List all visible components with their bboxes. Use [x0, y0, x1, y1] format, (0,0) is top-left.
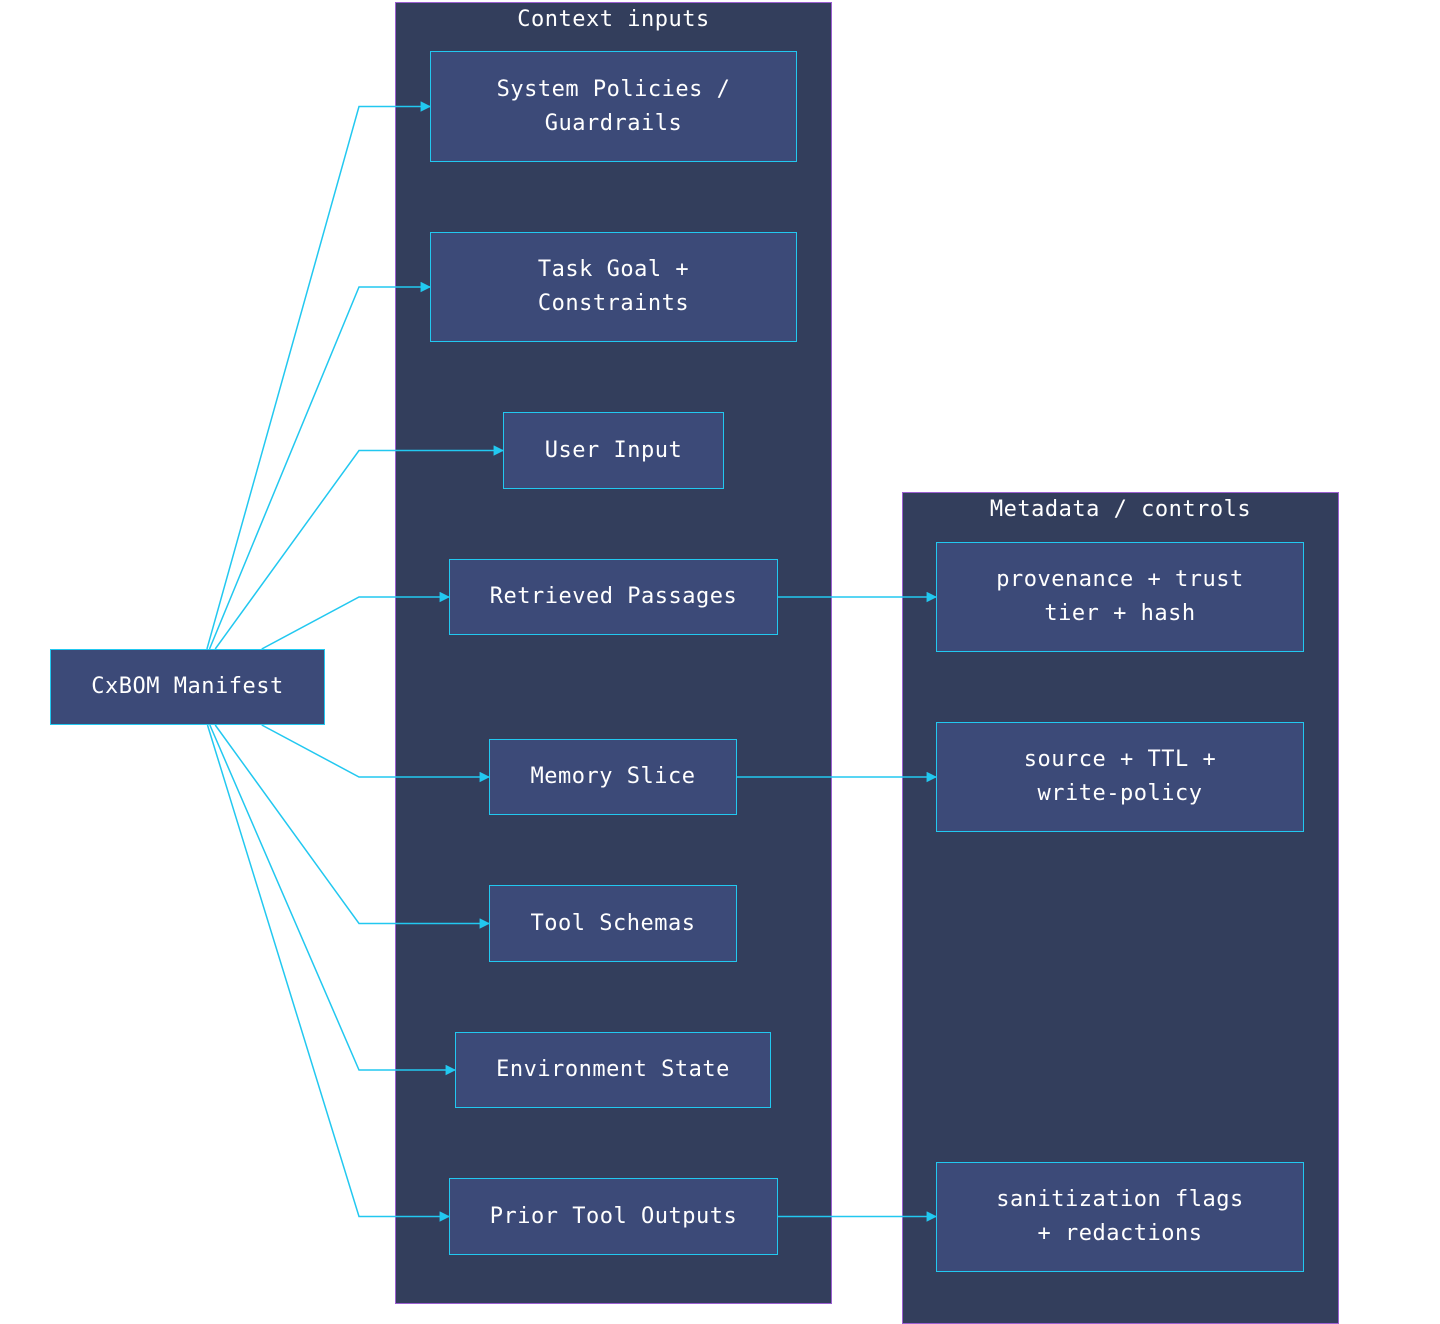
- retrieved-passages-node[interactable]: Retrieved Passages: [449, 559, 778, 635]
- cxbom-manifest-node[interactable]: CxBOM Manifest: [50, 649, 325, 725]
- provenance-trust-hash-node[interactable]: provenance + trust tier + hash: [936, 542, 1304, 652]
- user-input-node[interactable]: User Input: [503, 412, 724, 489]
- environment-state-node[interactable]: Environment State: [455, 1032, 771, 1108]
- context-inputs-group: Context inputs: [395, 2, 832, 1304]
- task-goal-node[interactable]: Task Goal + Constraints: [430, 232, 797, 342]
- source-ttl-write-policy-node[interactable]: source + TTL + write-policy: [936, 722, 1304, 832]
- tool-schemas-node[interactable]: Tool Schemas: [489, 885, 737, 962]
- memory-slice-node[interactable]: Memory Slice: [489, 739, 737, 815]
- context-inputs-title: Context inputs: [517, 7, 710, 32]
- system-policies-node[interactable]: System Policies / Guardrails: [430, 51, 797, 162]
- sanitization-redactions-node[interactable]: sanitization flags + redactions: [936, 1162, 1304, 1272]
- metadata-controls-title: Metadata / controls: [989, 497, 1252, 522]
- prior-tool-outputs-node[interactable]: Prior Tool Outputs: [449, 1178, 778, 1255]
